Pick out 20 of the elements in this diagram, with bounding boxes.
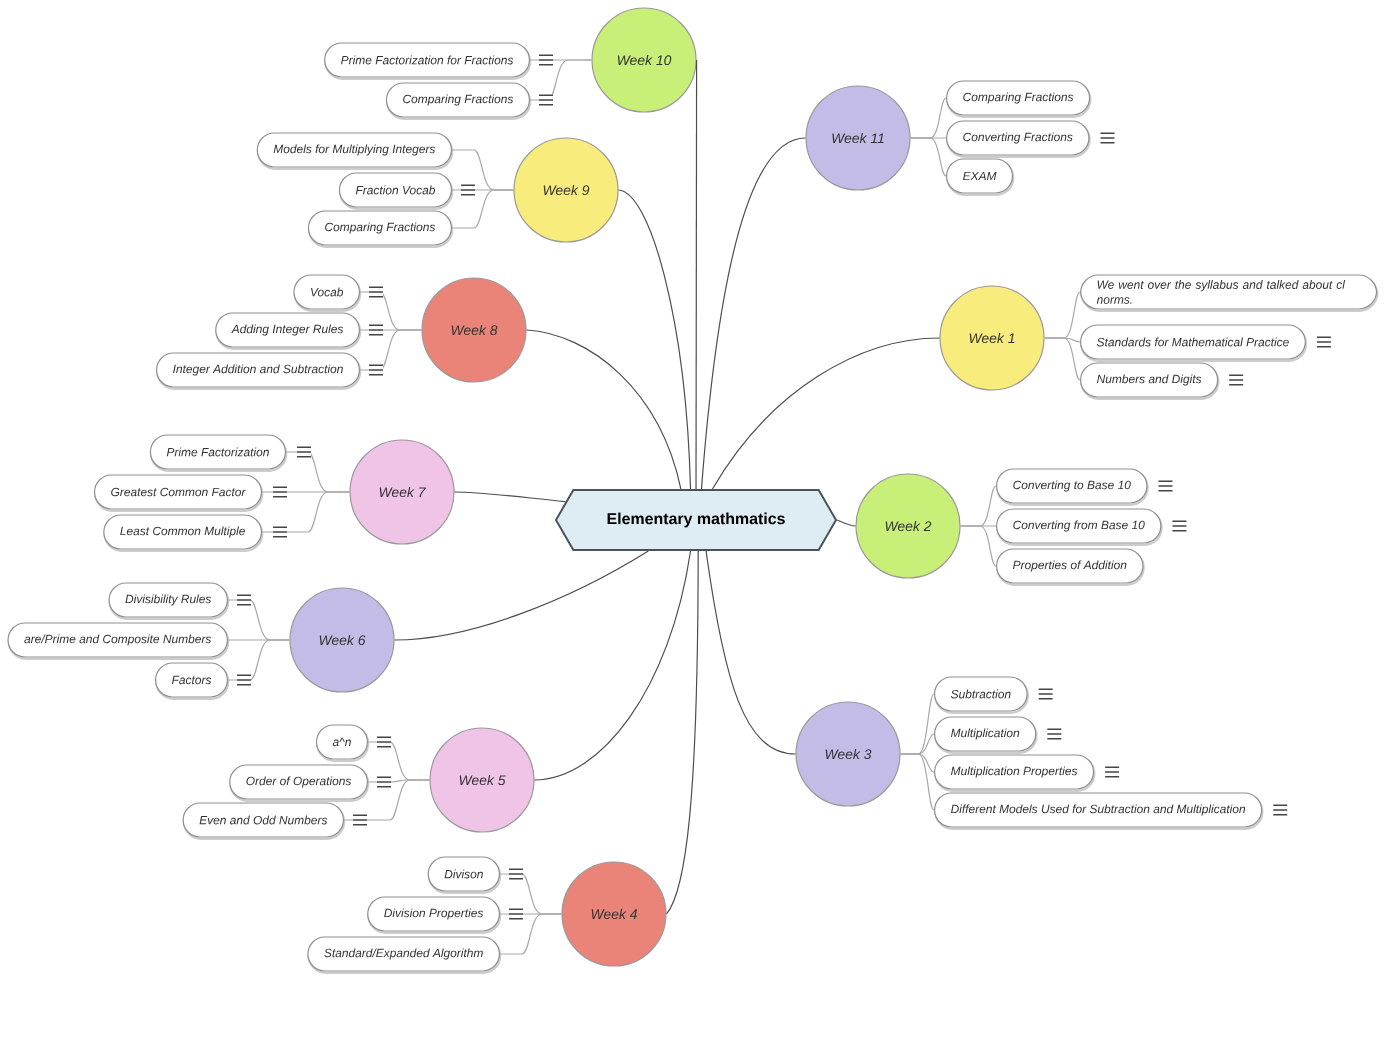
branch-line xyxy=(526,329,682,490)
branch-line xyxy=(705,550,796,755)
branch-line xyxy=(451,189,514,229)
branch-line xyxy=(960,525,997,567)
branch-line xyxy=(618,189,692,490)
branch-line xyxy=(711,337,940,490)
branch-line xyxy=(534,550,692,781)
branch-line xyxy=(499,913,562,955)
branch-line xyxy=(910,137,947,177)
branch-line xyxy=(394,550,649,641)
branch-line xyxy=(343,779,430,821)
branch-line xyxy=(1044,337,1081,381)
branch-line xyxy=(529,59,592,101)
branch-line xyxy=(261,491,350,533)
branch-line xyxy=(454,491,566,503)
branch-line xyxy=(695,59,698,490)
branch-line xyxy=(836,519,856,527)
branch-line xyxy=(700,137,806,490)
branch-line xyxy=(900,753,935,811)
branch-line xyxy=(666,550,699,915)
